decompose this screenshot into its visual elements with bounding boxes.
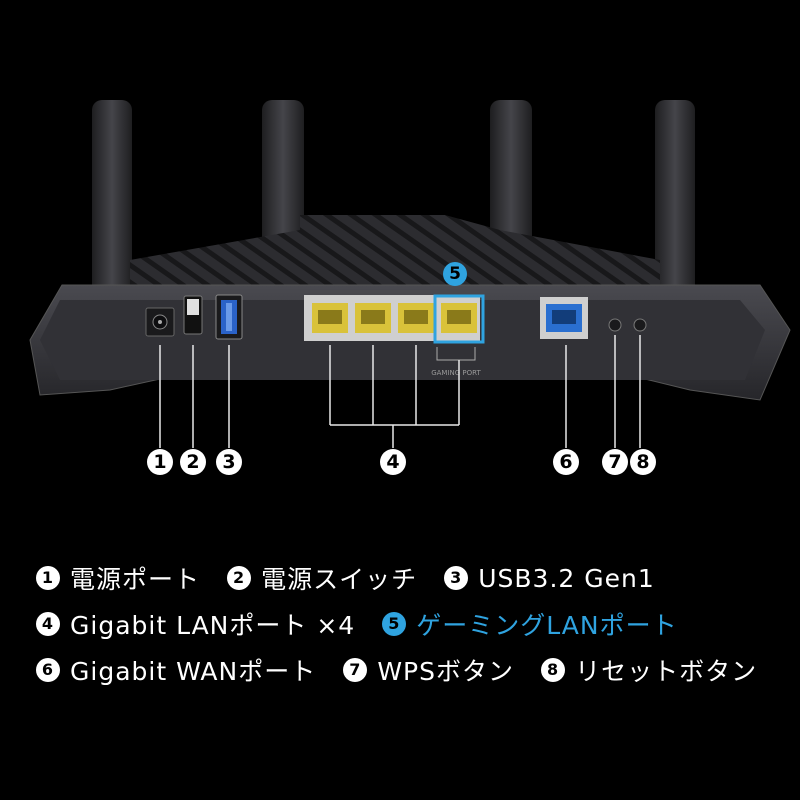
lan-port-1 [312, 303, 348, 333]
leader-lines [159, 335, 641, 448]
gaming-port-label: GAMING PORT [431, 369, 481, 377]
callout-7: 7 [602, 449, 628, 475]
antenna-4 [655, 100, 695, 340]
lan-port-2 [355, 303, 391, 333]
vent-top [130, 215, 660, 290]
callout-1: 1 [147, 449, 173, 475]
callout-3: 3 [216, 449, 242, 475]
router-rear-illustration: GAMING PORT [29, 100, 791, 448]
callout-8: 8 [630, 449, 656, 475]
gaming-lan-port [441, 303, 477, 333]
gaming-port-bracket [436, 347, 476, 361]
callout-4: 4 [380, 449, 406, 475]
callout-2: 2 [180, 449, 206, 475]
gaming-port-highlight [433, 294, 485, 344]
callout-5: 5 [443, 262, 467, 286]
wps-button [608, 318, 622, 332]
reset-button [633, 318, 647, 332]
antenna-1 [92, 100, 132, 340]
callout-6: 6 [553, 449, 579, 475]
lan-port-3 [398, 303, 434, 333]
